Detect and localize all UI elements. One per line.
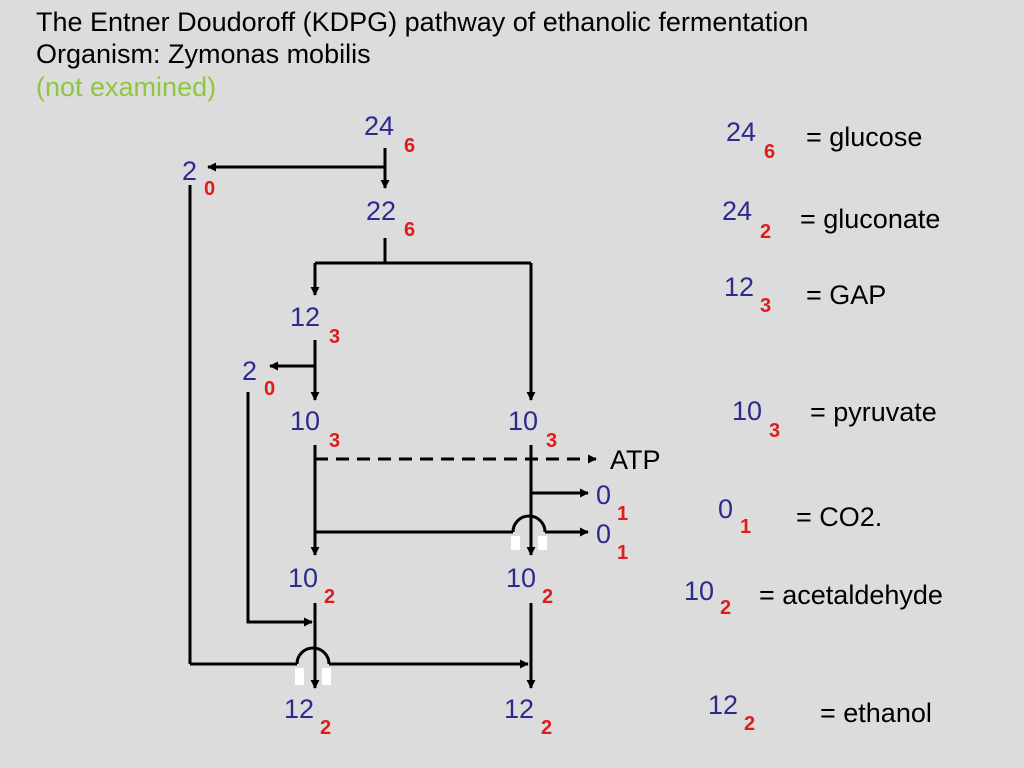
crossover-tab bbox=[511, 536, 520, 550]
node-glucose: 24 6 bbox=[364, 111, 415, 157]
carbon-count: 10 bbox=[506, 563, 536, 593]
legend-label: = ethanol bbox=[820, 698, 932, 728]
legend-label: = acetaldehyde bbox=[759, 580, 943, 610]
carbon-count: 22 bbox=[366, 196, 396, 226]
legend-item-glucose: 24 6 = glucose bbox=[726, 117, 922, 163]
legend-subscript: 3 bbox=[769, 420, 780, 442]
node-gluconate: 22 6 bbox=[366, 196, 415, 241]
legend-subscript: 2 bbox=[760, 221, 771, 243]
node-co2-b: 0 1 bbox=[596, 519, 628, 564]
carbon-count: 24 bbox=[364, 111, 394, 141]
subscript: 2 bbox=[542, 586, 553, 608]
pathway-connectors bbox=[188, 148, 597, 689]
page-title: The Entner Doudoroff (KDPG) pathway of e… bbox=[36, 7, 809, 37]
subscript: 2 bbox=[324, 586, 335, 608]
crossover-tab bbox=[538, 536, 547, 550]
subscript: 3 bbox=[329, 326, 340, 348]
legend-carbon: 24 bbox=[726, 117, 756, 147]
subscript: 0 bbox=[204, 178, 215, 200]
node-co2-a: 0 1 bbox=[596, 480, 628, 525]
node-gap: 12 3 bbox=[290, 302, 340, 348]
subscript: 2 bbox=[541, 717, 552, 739]
node-loss-mid: 2 0 bbox=[242, 356, 275, 400]
legend-item-gap: 12 3 = GAP bbox=[724, 272, 886, 317]
feed-mid-to-ethanol bbox=[246, 392, 313, 627]
carbon-count: 0 bbox=[596, 480, 611, 510]
legend-label: = glucose bbox=[806, 122, 922, 152]
legend-carbon: 12 bbox=[708, 690, 738, 720]
legend-item-pyruvate: 10 3 = pyruvate bbox=[732, 396, 937, 442]
carbon-count: 10 bbox=[290, 406, 320, 436]
feed-top-bridge bbox=[295, 646, 331, 665]
subscript: 1 bbox=[617, 542, 628, 564]
crossover-tab bbox=[295, 668, 304, 685]
legend-carbon: 0 bbox=[718, 494, 733, 524]
legend-item-ethanol: 12 2 = ethanol bbox=[708, 690, 932, 735]
node-pyruvate-right: 10 3 bbox=[508, 406, 557, 452]
carbon-count: 12 bbox=[290, 302, 320, 332]
carbon-count: 10 bbox=[288, 563, 318, 593]
subscript: 6 bbox=[404, 135, 415, 157]
node-loss-top: 2 0 bbox=[182, 156, 215, 200]
legend: 24 6 = glucose 24 2 = gluconate 12 3 = G… bbox=[684, 117, 943, 735]
crossover-tab bbox=[322, 668, 331, 685]
legend-subscript: 2 bbox=[720, 597, 731, 619]
legend-subscript: 6 bbox=[764, 141, 775, 163]
node-ethanol-right: 12 2 bbox=[504, 694, 552, 739]
legend-item-gluconate: 24 2 = gluconate bbox=[722, 196, 940, 243]
organism-label: Organism: Zymonas mobilis bbox=[36, 39, 371, 70]
subscript: 6 bbox=[404, 219, 415, 241]
legend-label: = gluconate bbox=[800, 204, 940, 234]
carbon-count: 12 bbox=[284, 694, 314, 724]
node-acetaldehyde-left: 10 2 bbox=[288, 563, 335, 608]
legend-label: = pyruvate bbox=[810, 397, 937, 427]
legend-label: = CO2. bbox=[796, 502, 882, 532]
carbon-count: 12 bbox=[504, 694, 534, 724]
legend-carbon: 24 bbox=[722, 196, 752, 226]
carbon-count: 10 bbox=[508, 406, 538, 436]
subscript: 3 bbox=[329, 430, 340, 452]
legend-subscript: 2 bbox=[744, 713, 755, 735]
legend-subscript: 3 bbox=[760, 295, 771, 317]
atp-label: ATP bbox=[610, 445, 661, 475]
subscript: 0 bbox=[264, 378, 275, 400]
legend-carbon: 10 bbox=[684, 576, 714, 606]
legend-subscript: 1 bbox=[740, 516, 751, 538]
subscript: 2 bbox=[320, 717, 331, 739]
carbon-count: 2 bbox=[182, 156, 197, 186]
subscript: 3 bbox=[546, 430, 557, 452]
carbon-count: 2 bbox=[242, 356, 257, 386]
legend-item-acetaldehyde: 10 2 = acetaldehyde bbox=[684, 576, 943, 619]
not-examined-note: (not examined) bbox=[36, 71, 217, 102]
legend-carbon: 12 bbox=[724, 272, 754, 302]
node-acetaldehyde-right: 10 2 bbox=[506, 563, 553, 608]
node-ethanol-left: 12 2 bbox=[284, 694, 331, 739]
title-block: The Entner Doudoroff (KDPG) pathway of e… bbox=[36, 6, 808, 103]
co2-left-bridge bbox=[511, 514, 547, 533]
legend-carbon: 10 bbox=[732, 396, 762, 426]
subscript: 1 bbox=[617, 503, 628, 525]
legend-label: = GAP bbox=[806, 280, 886, 310]
carbon-count: 0 bbox=[596, 519, 611, 549]
node-pyruvate-left: 10 3 bbox=[290, 406, 340, 452]
legend-item-co2: 0 1 = CO2. bbox=[718, 494, 882, 538]
